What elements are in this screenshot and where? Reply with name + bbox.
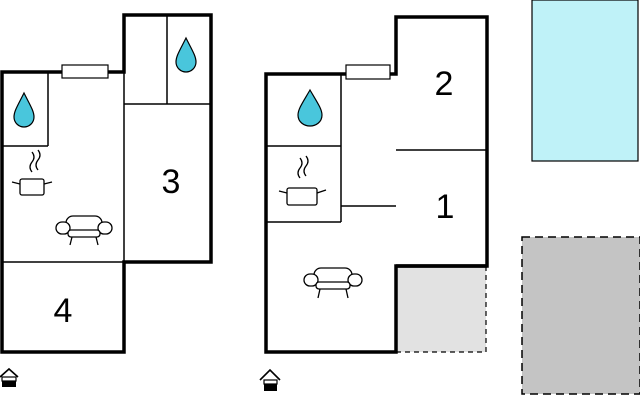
window-icon xyxy=(345,64,391,80)
left-unit: 3 4 xyxy=(0,13,213,387)
pool-area xyxy=(531,0,639,162)
room-label-2: 2 xyxy=(435,65,454,103)
terrace-area xyxy=(395,265,487,353)
sofa-icon xyxy=(55,215,113,246)
room-label-1: 1 xyxy=(436,188,455,226)
right-unit: 2 1 xyxy=(259,15,489,391)
water-drop-icon xyxy=(13,91,35,128)
entrance-icon xyxy=(0,367,19,387)
entrance-icon xyxy=(259,368,281,391)
room-label-4: 4 xyxy=(54,292,73,330)
sofa-icon xyxy=(303,267,363,299)
water-drop-icon xyxy=(297,88,323,127)
cooking-pot-icon xyxy=(278,155,327,206)
parking-area xyxy=(521,236,640,395)
left-unit-outline xyxy=(0,13,213,354)
cooking-pot-icon xyxy=(11,149,53,196)
room-label-3: 3 xyxy=(162,163,181,201)
window-icon xyxy=(61,64,109,79)
water-drop-icon xyxy=(175,36,197,73)
